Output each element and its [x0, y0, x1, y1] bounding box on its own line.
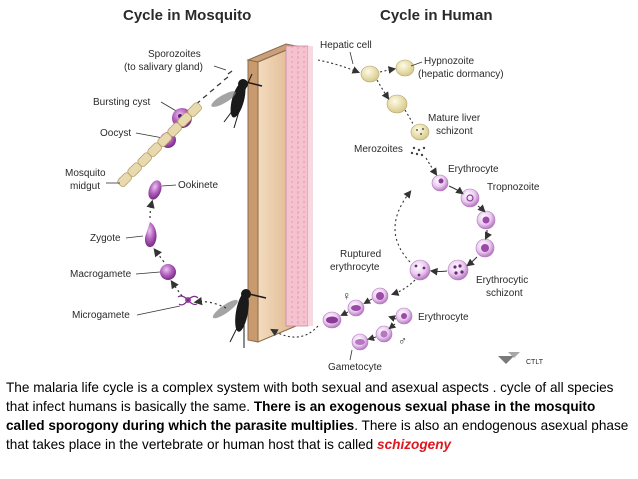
- skin-tissue: [246, 43, 313, 343]
- merozoite-dots: [410, 146, 426, 157]
- label-mature-liver: Mature liver: [428, 113, 481, 124]
- ookinete-cell: [148, 180, 162, 200]
- caption-paragraph: The malaria life cycle is a complex syst…: [6, 378, 632, 454]
- label-ruptured: Ruptured: [340, 249, 381, 260]
- label-midgut: midgut: [70, 181, 100, 192]
- caption-highlight-schizogeny: schizogeny: [377, 437, 452, 452]
- label-ruptured-erythrocyte: erythrocyte: [330, 262, 380, 273]
- microgamete-cell: [177, 295, 199, 306]
- hepatic-cell-3: [386, 94, 408, 114]
- credit-text: CTLT: [526, 359, 544, 366]
- label-erythrocytic-schizont: schizont: [486, 288, 523, 299]
- label-hypnozoite-sub: (hepatic dormancy): [418, 69, 504, 80]
- label-erythrocyte-top: Erythrocyte: [448, 164, 499, 175]
- gametocyte-arrows: [340, 297, 397, 341]
- caption-text-2: . There is also an endogenous asexual ph…: [6, 418, 629, 452]
- hepatic-cell-2: [395, 59, 415, 77]
- label-mosquito: Mosquito: [65, 168, 106, 179]
- label-oocyst: Oocyst: [100, 128, 131, 139]
- label-female-symbol: ♀: [342, 289, 351, 303]
- caption-text-bold: There is an exogenous sexual phase in th…: [6, 399, 596, 433]
- label-erythrocytic: Erythrocytic: [476, 275, 528, 286]
- credit-logo: CTLT: [498, 352, 544, 366]
- label-bursting-cyst: Bursting cyst: [93, 97, 150, 108]
- erythrocytic-schizont-cell: [447, 259, 469, 281]
- hepatic-cell-1: [360, 65, 380, 83]
- label-erythrocyte-bottom: Erythrocyte: [418, 312, 469, 323]
- mature-liver-schizont-cell: [410, 123, 430, 141]
- label-sporozoites: Sporozoites: [148, 49, 201, 60]
- title-human: Cycle in Human: [380, 7, 493, 24]
- caption-text-1: The malaria life cycle is a complex syst…: [6, 380, 614, 414]
- ruptured-erythrocyte-cell: [409, 259, 431, 281]
- label-tropnozoite: Tropnozoite: [487, 182, 540, 193]
- label-sporozoites-sub: (to salivary gland): [124, 62, 203, 73]
- label-hepatic-cell: Hepatic cell: [320, 40, 372, 51]
- liver-arrows: [317, 59, 414, 125]
- macrogamete-cell: [160, 264, 176, 280]
- label-hypnozoite: Hypnozoite: [424, 56, 474, 67]
- mosquito-midgut-wall: [117, 102, 202, 187]
- label-macrogamete: Macrogamete: [70, 269, 132, 280]
- mosquito-cycle-arrows: [146, 199, 227, 309]
- label-male-symbol: ♂: [398, 334, 407, 348]
- mosquito-bottom-icon: [212, 289, 267, 348]
- label-schizont: schizont: [436, 126, 473, 137]
- return-to-mosquito-arrow: [270, 325, 319, 338]
- malaria-life-cycle-diagram: Cycle in Mosquito Cycle in Human Sporozo…: [65, 7, 544, 373]
- label-zygote: Zygote: [90, 233, 121, 244]
- mosquito-top-icon: [211, 73, 263, 129]
- zygote-cell: [144, 222, 157, 248]
- tropnozoite-cell: [460, 188, 480, 208]
- erythrocytic-cycle-arrows: [390, 157, 492, 296]
- label-ookinete: Ookinete: [178, 180, 218, 191]
- title-mosquito: Cycle in Mosquito: [123, 7, 251, 24]
- label-merozoites: Merozoites: [354, 144, 403, 155]
- label-microgamete: Microgamete: [72, 310, 130, 321]
- label-gametocyte: Gametocyte: [328, 362, 382, 373]
